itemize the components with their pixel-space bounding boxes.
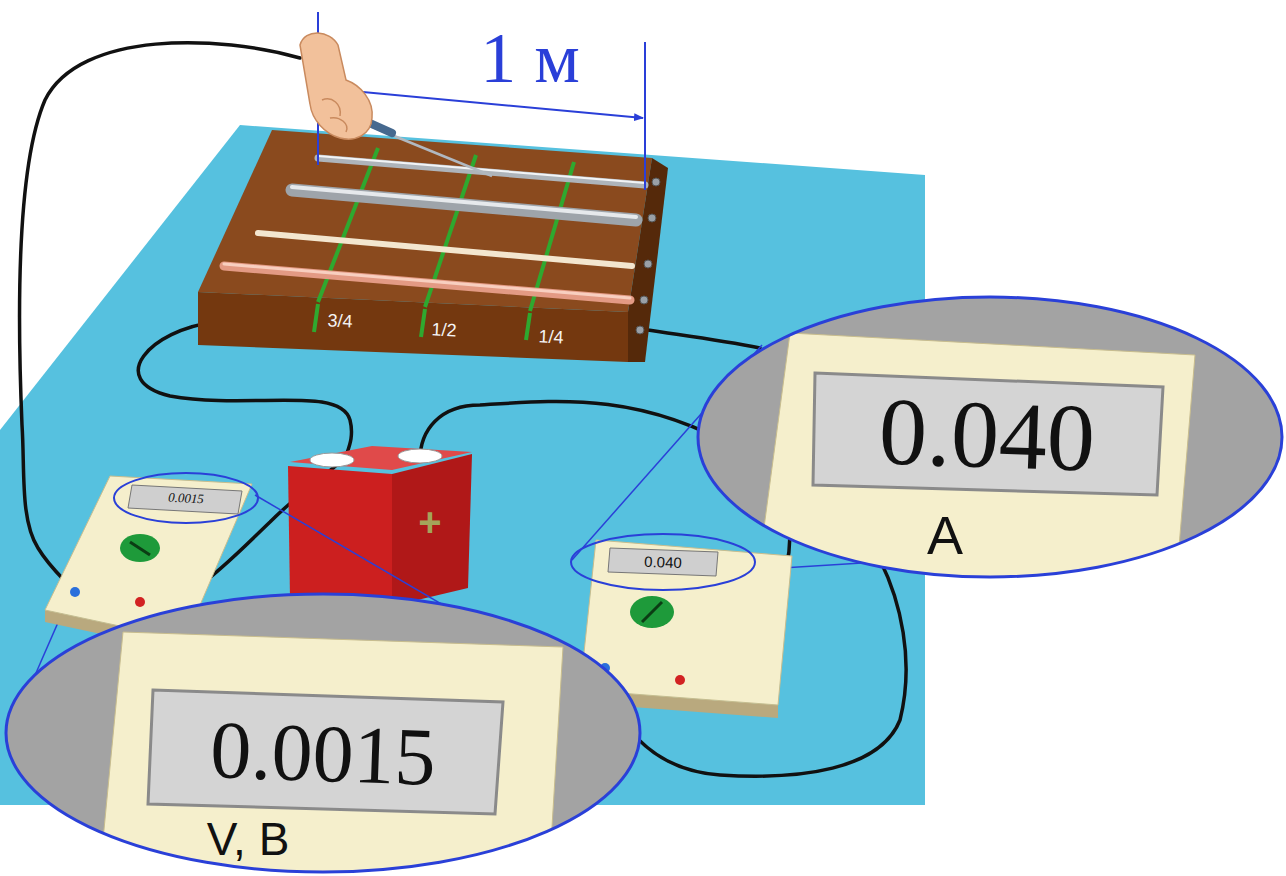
terminal-screw (636, 326, 644, 334)
callout-outline (6, 594, 640, 872)
terminal-plus (135, 597, 145, 607)
unit-label: A (927, 508, 963, 562)
rod-highlight (292, 187, 636, 217)
callout-outline (698, 297, 1282, 577)
dimension-label: 1 м (480, 22, 580, 94)
zoom-marker (571, 534, 755, 590)
zoom-marker (114, 473, 258, 523)
scale-mark (421, 309, 425, 337)
terminal-screw (644, 260, 652, 268)
meter-reading: 0.0015 (168, 491, 204, 506)
meter-display (608, 548, 718, 576)
terminal-minus (70, 587, 80, 597)
scale-mark (526, 313, 530, 340)
unit-label: V, B (207, 816, 290, 862)
zoom-callout: 0.040A (695, 295, 1285, 580)
board-top (198, 130, 652, 312)
board-end (628, 158, 668, 362)
battery-side (392, 454, 472, 606)
scale-label: 1/2 (431, 320, 457, 339)
scale-mark (314, 304, 318, 332)
rod-highlight (318, 156, 645, 183)
wire-rod (258, 233, 632, 266)
terminal-plus (675, 675, 685, 685)
meter-body (755, 333, 1195, 580)
meter-dial (120, 534, 160, 562)
terminal-screw (640, 296, 648, 304)
board-front (198, 292, 628, 362)
scale-label: 3/4 (327, 311, 353, 330)
dimension-line (644, 42, 646, 190)
meter-reading: 0.040 (877, 383, 1096, 486)
polarity-mark: + (418, 502, 441, 542)
meter-body (98, 632, 563, 874)
battery-terminal (310, 453, 354, 467)
meter-dial (630, 596, 674, 628)
dial-pointer (130, 542, 150, 555)
battery-terminal (398, 449, 442, 463)
wire (648, 330, 760, 348)
scale-label: 1/4 (538, 327, 564, 346)
hand (300, 33, 372, 139)
meter-reading: 0.040 (644, 554, 682, 570)
meter-reading: 0.0015 (209, 709, 437, 799)
terminal-screw (648, 214, 656, 222)
hand-finger (322, 99, 347, 132)
rod-highlight (224, 264, 630, 298)
dial-pointer (642, 602, 662, 622)
wire-rod (224, 266, 630, 300)
zoom-callout: 0.0015 V, B (3, 592, 643, 874)
wire-rod (292, 190, 636, 220)
meter-display (128, 485, 242, 514)
battery-body (288, 466, 392, 606)
meter-display (148, 690, 503, 814)
terminal-screw (652, 178, 660, 186)
meter-display (813, 373, 1163, 495)
